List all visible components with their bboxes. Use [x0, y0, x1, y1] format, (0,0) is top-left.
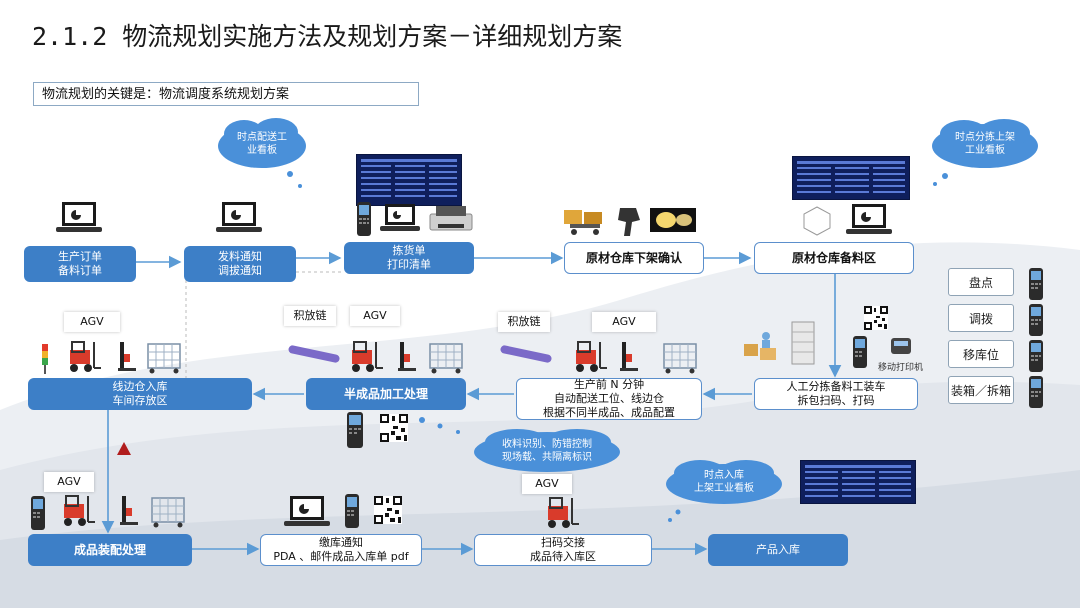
- worker-boxes-icon: [742, 330, 782, 366]
- dashboard-screen-icon: [356, 154, 462, 206]
- handheld-scanner-icon: [1028, 376, 1044, 408]
- cage-cart-icon: [428, 340, 464, 374]
- qr-code-icon: [864, 306, 888, 330]
- handheld-scanner-icon: [344, 494, 360, 528]
- side-button-transfer[interactable]: 调拨: [948, 304, 1014, 332]
- semi-product-process-box: 半成品加工处理: [306, 378, 466, 410]
- accumulation-chain-label: 积放链: [498, 312, 550, 332]
- production-order-box: 生产订单 备料订单: [24, 246, 136, 282]
- forklift-icon: [58, 494, 96, 528]
- dashboard-screen-icon: [792, 156, 910, 200]
- page-title: 2.1.2 物流规划实施方法及规划方案－详细规划方案: [32, 22, 623, 51]
- handheld-scanner-icon: [1028, 304, 1044, 336]
- laptop-icon: [380, 202, 420, 234]
- mobile-printer-icon: [890, 336, 912, 356]
- side-button-inventory[interactable]: 盘点: [948, 268, 1014, 296]
- rfid-scanner-icon: [614, 204, 644, 238]
- pallet-stacker-icon: [116, 340, 136, 374]
- pick-list-box: 拣货单 打印清单: [344, 242, 474, 274]
- subtitle-box: 物流规划的关键是：物流调度系统规划方案: [33, 82, 419, 106]
- qr-code-icon: [380, 414, 408, 442]
- conveyor-chain-icon: [498, 342, 554, 366]
- forklift-icon: [542, 496, 580, 530]
- side-button-packing[interactable]: 装箱／拆箱: [948, 376, 1014, 404]
- laptop-icon: [284, 494, 330, 530]
- handheld-scanner-icon: [1028, 340, 1044, 372]
- pre-production-box: 生产前 N 分钟 自动配送工位、线边仓 根据不同半成品、成品配置: [516, 378, 702, 420]
- manual-sorting-box: 人工分拣备料工装车 拆包扫码、打码: [754, 378, 918, 410]
- raw-warehouse-area-box: 原材仓库备料区: [754, 242, 914, 274]
- agv-label: AGV: [592, 312, 656, 332]
- handheld-scanner-icon: [1028, 268, 1044, 300]
- scan-handover-box: 扫码交接 成品待入库区: [474, 534, 652, 566]
- dashboard-screen-icon: [800, 460, 916, 504]
- cage-cart-icon: [150, 494, 186, 528]
- stock-notice-box: 缴库通知 PDA 、邮件成品入库单 pdf: [260, 534, 422, 566]
- laptop-icon: [56, 200, 102, 236]
- forklift-icon: [570, 340, 608, 374]
- cloud-dispatch-board: 时点配送工 业看板: [216, 116, 308, 172]
- printer-icon: [428, 204, 474, 234]
- line-side-warehouse-box: 线边仓入库 车间存放区: [28, 378, 252, 410]
- handheld-scanner-icon: [852, 336, 868, 368]
- agv-label: AGV: [44, 472, 94, 492]
- scanner-light-icon: [650, 208, 696, 232]
- laptop-icon: [846, 202, 892, 238]
- handheld-scanner-icon: [356, 202, 372, 236]
- accumulation-chain-label: 积放链: [284, 306, 336, 326]
- conveyor-chain-icon: [286, 342, 342, 366]
- forklift-icon: [64, 340, 102, 374]
- shelf-hexagon-icon: [802, 206, 832, 236]
- side-button-relocate[interactable]: 移库位: [948, 340, 1014, 368]
- cloud-sort-board: 时点分拣上架 工业看板: [930, 118, 1040, 170]
- cage-cart-icon: [146, 340, 182, 374]
- handheld-scanner-icon: [346, 412, 364, 448]
- product-inbound-box: 产品入库: [708, 534, 848, 566]
- cloud-inbound-board: 时点入库 上架工业看板: [664, 458, 784, 506]
- signal-light-icon: [40, 342, 50, 374]
- forklift-icon: [346, 340, 384, 374]
- qr-code-icon: [374, 496, 402, 524]
- mobile-printer-label: 移动打印机: [878, 363, 924, 373]
- agv-label: AGV: [64, 312, 120, 332]
- raw-warehouse-confirm-box: 原材仓库下架确认: [564, 242, 704, 274]
- material-notice-box: 发料通知 调拔通知: [184, 246, 296, 282]
- assembly-process-box: 成品装配处理: [28, 534, 192, 566]
- agv-label: AGV: [522, 474, 572, 494]
- cage-cart-icon: [662, 340, 698, 374]
- warehouse-cart-icon: [562, 204, 610, 238]
- cloud-receiving-control: 收料识别、防错控制 现场载、共隔离标识: [472, 428, 622, 474]
- laptop-icon: [216, 200, 262, 236]
- handheld-scanner-icon: [30, 496, 46, 530]
- pallet-stacker-icon: [618, 340, 638, 374]
- storage-tower-icon: [790, 320, 816, 366]
- pallet-stacker-icon: [118, 494, 138, 528]
- pallet-stacker-icon: [396, 340, 416, 374]
- agv-label: AGV: [350, 306, 400, 326]
